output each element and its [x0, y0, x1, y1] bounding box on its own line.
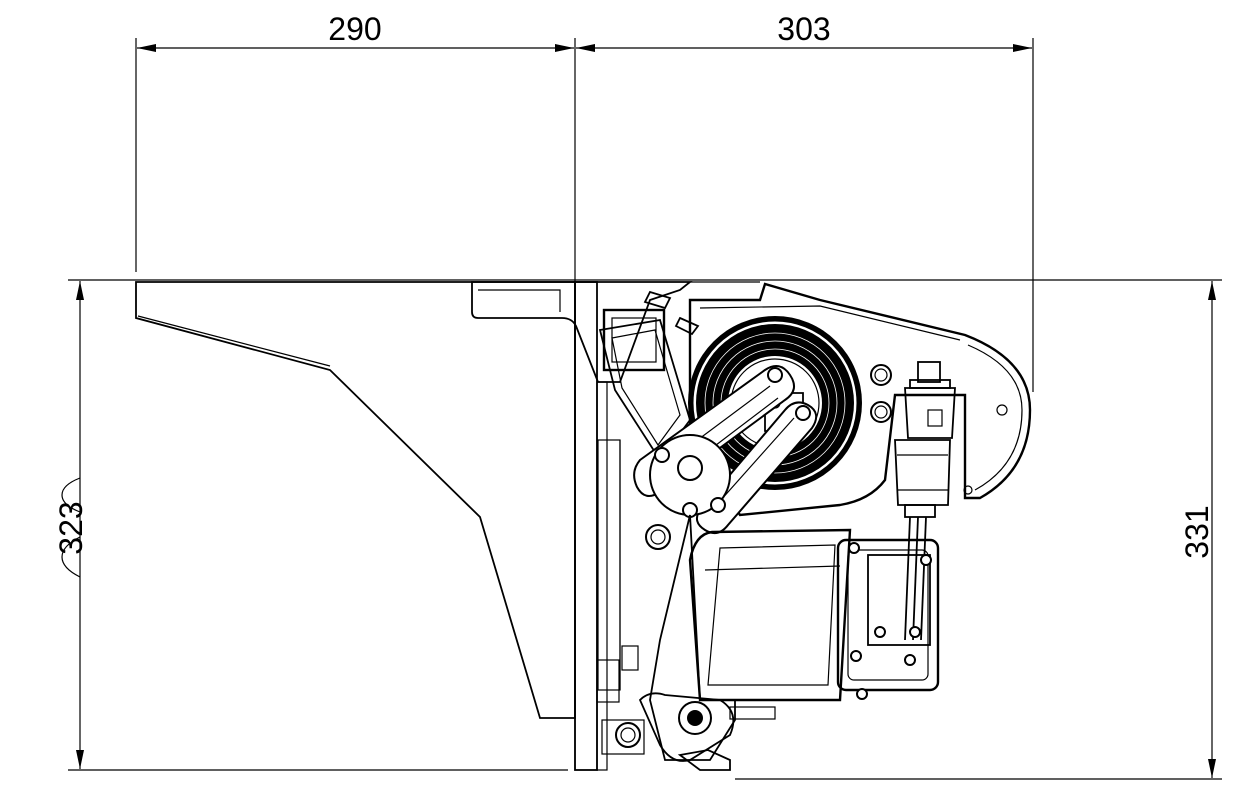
- dimension-lines: [68, 38, 1222, 780]
- motor-housing: [688, 528, 940, 702]
- reference-paren-top: [61, 477, 81, 513]
- housing-bolts: [601, 364, 892, 755]
- actuator-cylinder: [894, 361, 956, 641]
- dimension-label-290: 290: [328, 11, 381, 47]
- dimension-label-303: 303: [777, 11, 830, 47]
- top-flange: [471, 281, 760, 383]
- reference-paren-bottom: [61, 536, 81, 578]
- dimension-label-323: 323: [53, 501, 89, 554]
- dimension-label-331: 331: [1179, 505, 1215, 558]
- lower-arm: [638, 514, 776, 771]
- link-arms: [633, 365, 818, 535]
- mounting-bracket: [135, 281, 576, 719]
- housing-plate: [688, 282, 1032, 517]
